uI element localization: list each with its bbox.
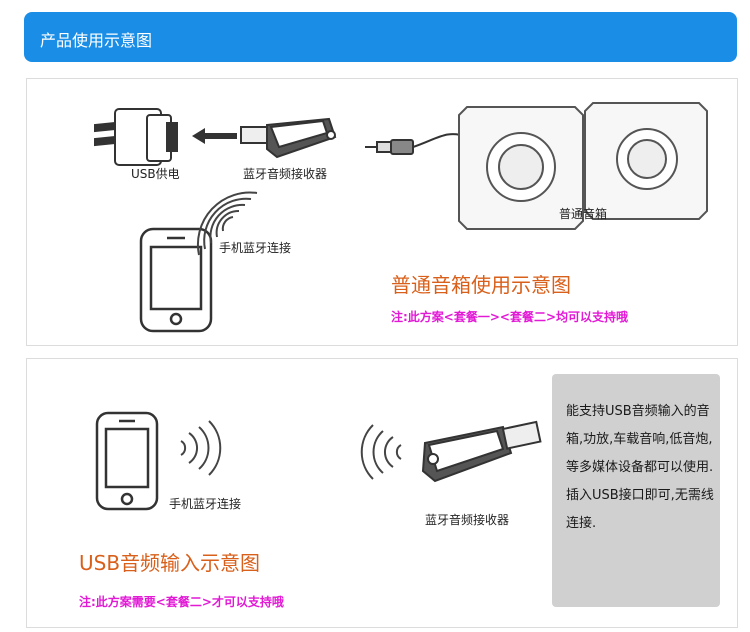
smartphone-icon — [139, 227, 213, 333]
speaker-label: 普通音箱 — [559, 207, 608, 221]
wireless-waves-icon — [360, 424, 402, 480]
audio-plug-icon — [365, 133, 468, 155]
header-title: 产品使用示意图 — [40, 31, 153, 50]
smartphone-icon — [95, 411, 159, 511]
usb-diagram-note: 注:此方案需要<套餐二>才可以支持哦 — [79, 595, 284, 609]
usb-charger-icon — [94, 108, 178, 166]
wireless-waves-icon — [180, 420, 222, 476]
description-text: 能支持USB音频输入的音箱,功放,车载音响,低音炮,等多媒体设备都可以使用.插入… — [566, 404, 714, 531]
diagram-panel-speaker: USB供电 蓝牙音频接收器 手机蓝牙连接 普通音箱 普通音箱使用示意图 注:此方… — [26, 78, 738, 346]
speaker-diagram-title: 普通音箱使用示意图 — [391, 273, 571, 297]
arrow-left-icon — [192, 128, 237, 144]
receiver-label: 蓝牙音频接收器 — [425, 513, 510, 527]
header-bar: 产品使用示意图 — [24, 12, 737, 62]
diagram-panel-usb: 手机蓝牙连接 蓝牙音频接收器 USB音频输入示意图 注:此方案需要<套餐二>才可… — [26, 358, 738, 628]
phone-connect-label: 手机蓝牙连接 — [219, 241, 292, 255]
phone-connect-label: 手机蓝牙连接 — [169, 497, 242, 511]
receiver-label: 蓝牙音频接收器 — [243, 167, 328, 181]
wireless-waves-icon — [196, 191, 258, 256]
speaker-diagram-illustration — [94, 102, 708, 333]
usb-diagram-illustration — [95, 411, 542, 511]
bluetooth-receiver-icon — [421, 420, 542, 483]
bluetooth-receiver-icon — [240, 117, 337, 159]
speaker-diagram-note: 注:此方案<套餐一><套餐二>均可以支持哦 — [391, 310, 629, 324]
usb-diagram-title: USB音频输入示意图 — [79, 551, 261, 575]
description-box: 能支持USB音频输入的音箱,功放,车载音响,低音炮,等多媒体设备都可以使用.插入… — [552, 374, 720, 607]
usb-power-label: USB供电 — [131, 167, 180, 181]
speaker-icon — [458, 102, 708, 230]
